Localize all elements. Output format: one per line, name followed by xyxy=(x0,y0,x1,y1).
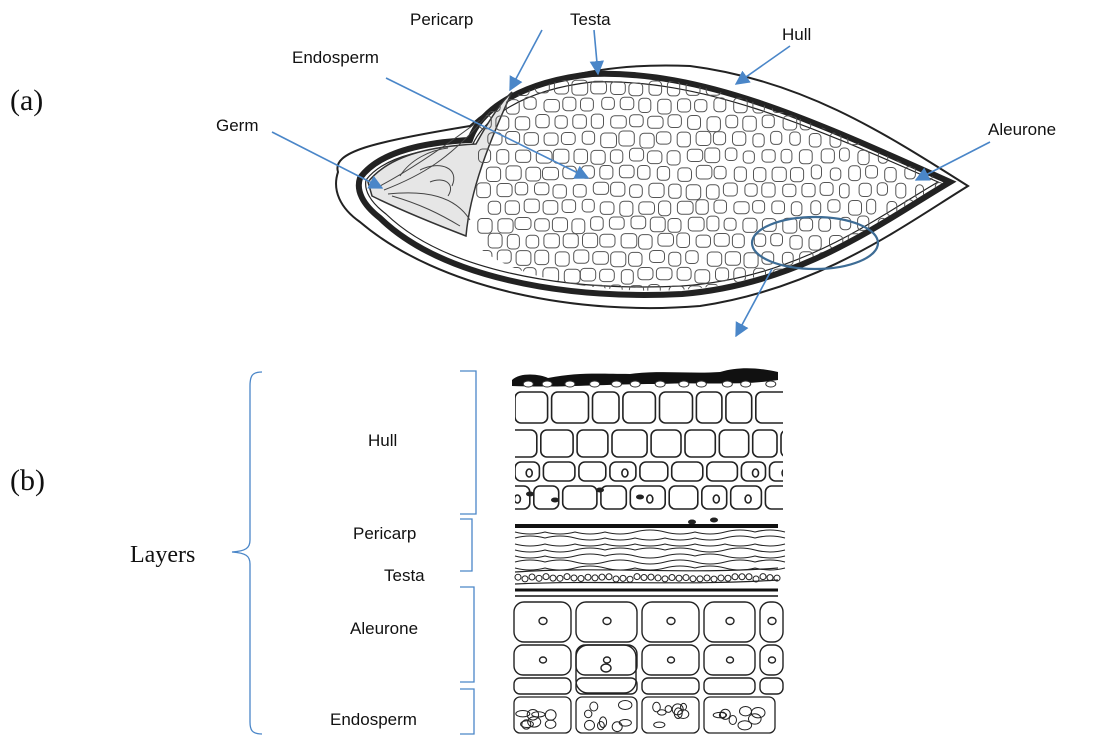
hull-cells xyxy=(501,392,819,525)
panel-label-a: (a) xyxy=(10,84,43,117)
layer-label-pericarp: Pericarp xyxy=(353,524,416,543)
testa-layer xyxy=(515,568,780,584)
layers-title: Layers xyxy=(130,542,195,568)
label-pericarp: Pericarp xyxy=(410,10,473,29)
grain-cross-section xyxy=(336,65,968,308)
label-hull: Hull xyxy=(782,25,811,44)
label-germ: Germ xyxy=(216,116,259,135)
endosperm-section xyxy=(514,697,775,733)
aleurone-cells xyxy=(514,602,783,694)
layer-brackets xyxy=(232,371,476,734)
layer-label-endosperm: Endosperm xyxy=(330,710,417,729)
endosperm-cells xyxy=(477,80,964,302)
label-aleurone: Aleurone xyxy=(988,120,1056,139)
label-testa: Testa xyxy=(570,10,611,29)
layer-section xyxy=(501,368,819,733)
layer-label-hull: Hull xyxy=(368,431,397,450)
layer-label-testa: Testa xyxy=(384,566,425,585)
label-endosperm: Endosperm xyxy=(292,48,379,67)
layer-label-aleurone: Aleurone xyxy=(350,619,418,638)
panel-label-b: (b) xyxy=(10,464,45,497)
pericarp-layers xyxy=(515,530,785,570)
